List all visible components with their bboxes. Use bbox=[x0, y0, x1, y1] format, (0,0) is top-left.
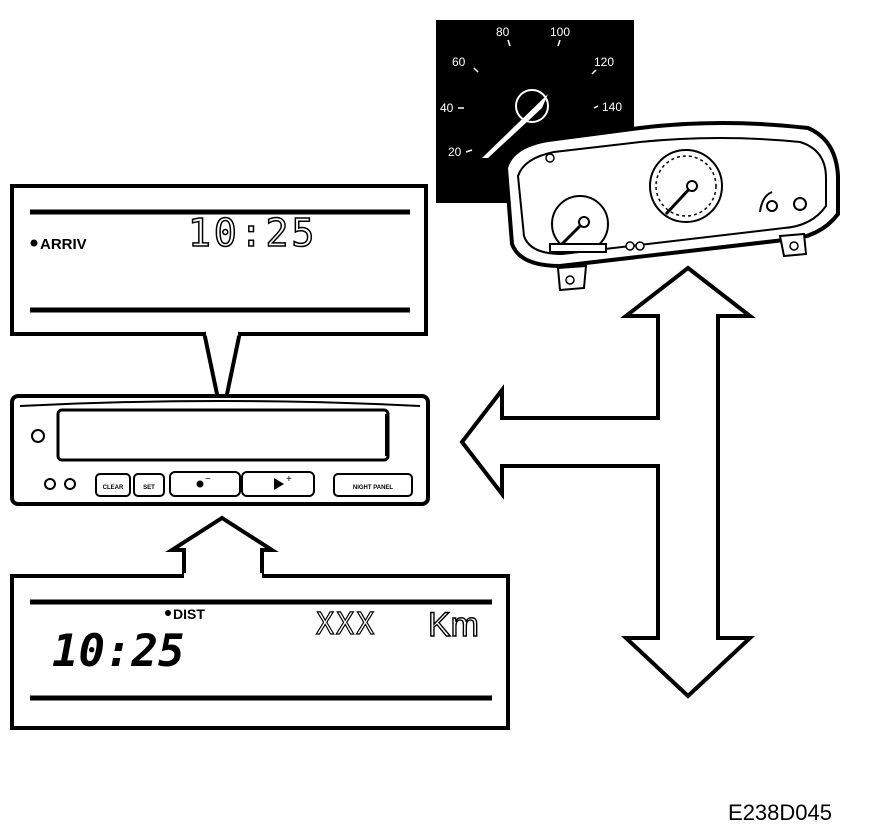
unit-led-1 bbox=[44, 478, 56, 490]
bottom-unit: Km bbox=[428, 606, 479, 644]
bottom-mode-label: DIST bbox=[173, 606, 205, 622]
bottom-mode-indicator bbox=[165, 610, 171, 616]
unit-screen bbox=[56, 408, 390, 462]
night-panel-button-label: NIGHT PANEL bbox=[353, 485, 394, 491]
minus-button[interactable]: − bbox=[169, 471, 241, 497]
speed-tick-40: 40 bbox=[440, 101, 454, 115]
clear-button-label: CLEAR bbox=[103, 485, 124, 491]
speed-tick-140: 140 bbox=[602, 100, 622, 114]
cluster-link-arrow bbox=[459, 265, 756, 699]
play-triangle-icon bbox=[274, 478, 284, 490]
bottom-value: XXX bbox=[316, 607, 376, 642]
up-arrow bbox=[165, 515, 279, 578]
minus-button-label: − bbox=[205, 474, 211, 485]
speed-needle bbox=[482, 94, 548, 158]
figure-code: E238D045 bbox=[728, 800, 832, 825]
speed-needle-hub bbox=[515, 89, 549, 123]
speed-tick-120: 120 bbox=[594, 55, 614, 69]
plus-button-label: + bbox=[286, 474, 292, 485]
bottom-display: DIST 10:25 XXX Km bbox=[10, 573, 510, 730]
speed-tick-100: 100 bbox=[550, 25, 570, 39]
top-time: 10:25 bbox=[188, 211, 317, 255]
night-panel-button[interactable]: NIGHT PANEL bbox=[333, 473, 413, 497]
speed-tick-20: 20 bbox=[448, 145, 462, 159]
top-mode-label: ARRIV bbox=[40, 236, 87, 253]
set-button[interactable]: SET bbox=[133, 473, 165, 497]
plus-button[interactable]: + bbox=[241, 471, 315, 497]
top-display: ARRIV 10:25 bbox=[10, 184, 428, 419]
speed-tick-60: 60 bbox=[452, 55, 466, 69]
instrument-cluster bbox=[503, 121, 840, 292]
unit-sensor bbox=[31, 429, 45, 443]
trip-computer-unit: CLEAR SET − + NIGHT PANEL bbox=[10, 394, 430, 506]
set-button-label: SET bbox=[143, 485, 155, 491]
clear-button[interactable]: CLEAR bbox=[95, 473, 131, 497]
speed-tick-80: 80 bbox=[496, 25, 510, 39]
top-mode-indicator bbox=[30, 239, 38, 247]
bottom-time: 10:25 bbox=[52, 626, 184, 677]
minus-dot-icon bbox=[196, 480, 204, 488]
unit-led-2 bbox=[64, 478, 76, 490]
